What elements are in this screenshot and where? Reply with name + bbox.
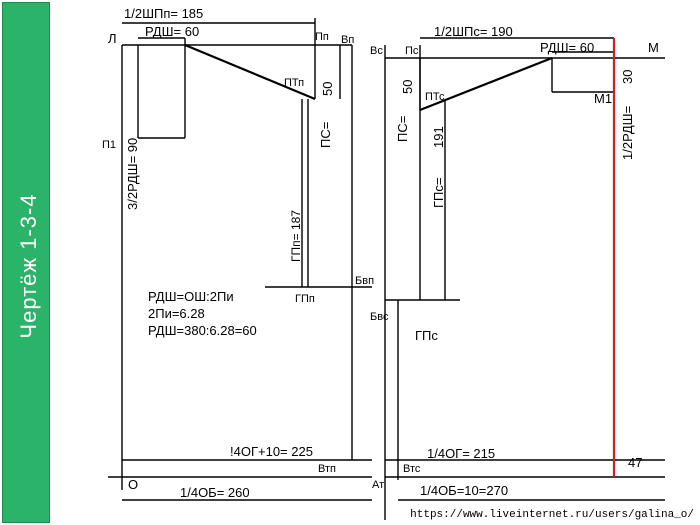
back-shoulder-slope <box>184 43 316 101</box>
label-point-Pp: Пп <box>315 31 329 43</box>
label-og-front: 1/4ОГ= 215 <box>427 446 495 461</box>
label-rdsh-back: РДШ= 60 <box>145 24 199 39</box>
label-ps-front: ПС= <box>395 116 410 142</box>
label-point-O: О <box>128 477 138 492</box>
label-50-back: 50 <box>320 82 335 96</box>
label-point-Bvs: Бвс <box>370 311 389 323</box>
label-point-M1: М1 <box>594 91 612 106</box>
label-30: 30 <box>620 70 635 84</box>
label-point-M: М <box>648 40 659 55</box>
sidebar: Чертёж 1-3-4 <box>0 0 52 525</box>
label-point-L: Л <box>108 31 117 46</box>
label-point-Vs: Вс <box>370 45 383 57</box>
label-og-back: !4ОГ+10= 225 <box>230 444 313 459</box>
label-rdsh-front: РДШ= 60 <box>540 40 594 55</box>
back-pattern <box>108 18 372 501</box>
label-point-Vts: Втс <box>403 463 421 475</box>
label-point-Ps: Пс <box>405 45 419 57</box>
front-labels: Вс Пс 1/2ШПс= 190 РДШ= 60 М 50 ПС= ПТс 1… <box>370 24 659 498</box>
label-191: 191 <box>431 126 446 148</box>
label-ps-back: ПС= <box>318 122 333 148</box>
label-point-GPp: ГПп <box>295 293 315 305</box>
label-ob-back: 1/4ОБ= 260 <box>180 485 250 500</box>
label-point-P1: П1 <box>102 139 116 151</box>
label-half-rdsh: 1/2РДШ= <box>620 106 635 160</box>
label-shp-p: 1/2ШПп= 185 <box>124 6 203 21</box>
label-point-Vp: Вп <box>341 34 354 46</box>
label-point-Bvp: Бвп <box>355 275 374 287</box>
label-point-PTp: ПТп <box>284 77 304 89</box>
label-47: 47 <box>628 455 642 470</box>
label-point-GPs: ГПс <box>415 328 438 343</box>
label-shp-s: 1/2ШПс= 190 <box>434 24 513 39</box>
front-pattern <box>384 37 665 520</box>
label-point-Vtp: Втп <box>318 463 336 475</box>
label-ob-front: 1/4ОБ=10=270 <box>420 483 508 498</box>
footer-url: https://www.liveinternet.ru/users/galina… <box>410 509 694 521</box>
label-point-PTs: ПТс <box>425 91 445 103</box>
formula-line-1: РДШ=ОШ:2Пи <box>148 289 234 304</box>
label-gpp-len: ГПп= 187 <box>289 210 303 262</box>
label-three-half-rdsh: 3/2РДШ= 90 <box>125 138 140 210</box>
back-labels: 1/2ШПп= 185 Л Пп Вп РДШ= 60 ПТп 50 ПС= П… <box>102 6 384 500</box>
sidebar-panel: Чертёж 1-3-4 <box>2 2 50 523</box>
label-50-front: 50 <box>400 80 415 94</box>
formula-line-2: 2Пи=6.28 <box>148 306 205 321</box>
front-shoulder-slope <box>419 56 553 112</box>
label-point-At: Ат <box>372 479 384 491</box>
label-gps-eq: ГПс= <box>431 178 446 208</box>
formula-line-3: РДШ=380:6.28=60 <box>148 323 257 338</box>
